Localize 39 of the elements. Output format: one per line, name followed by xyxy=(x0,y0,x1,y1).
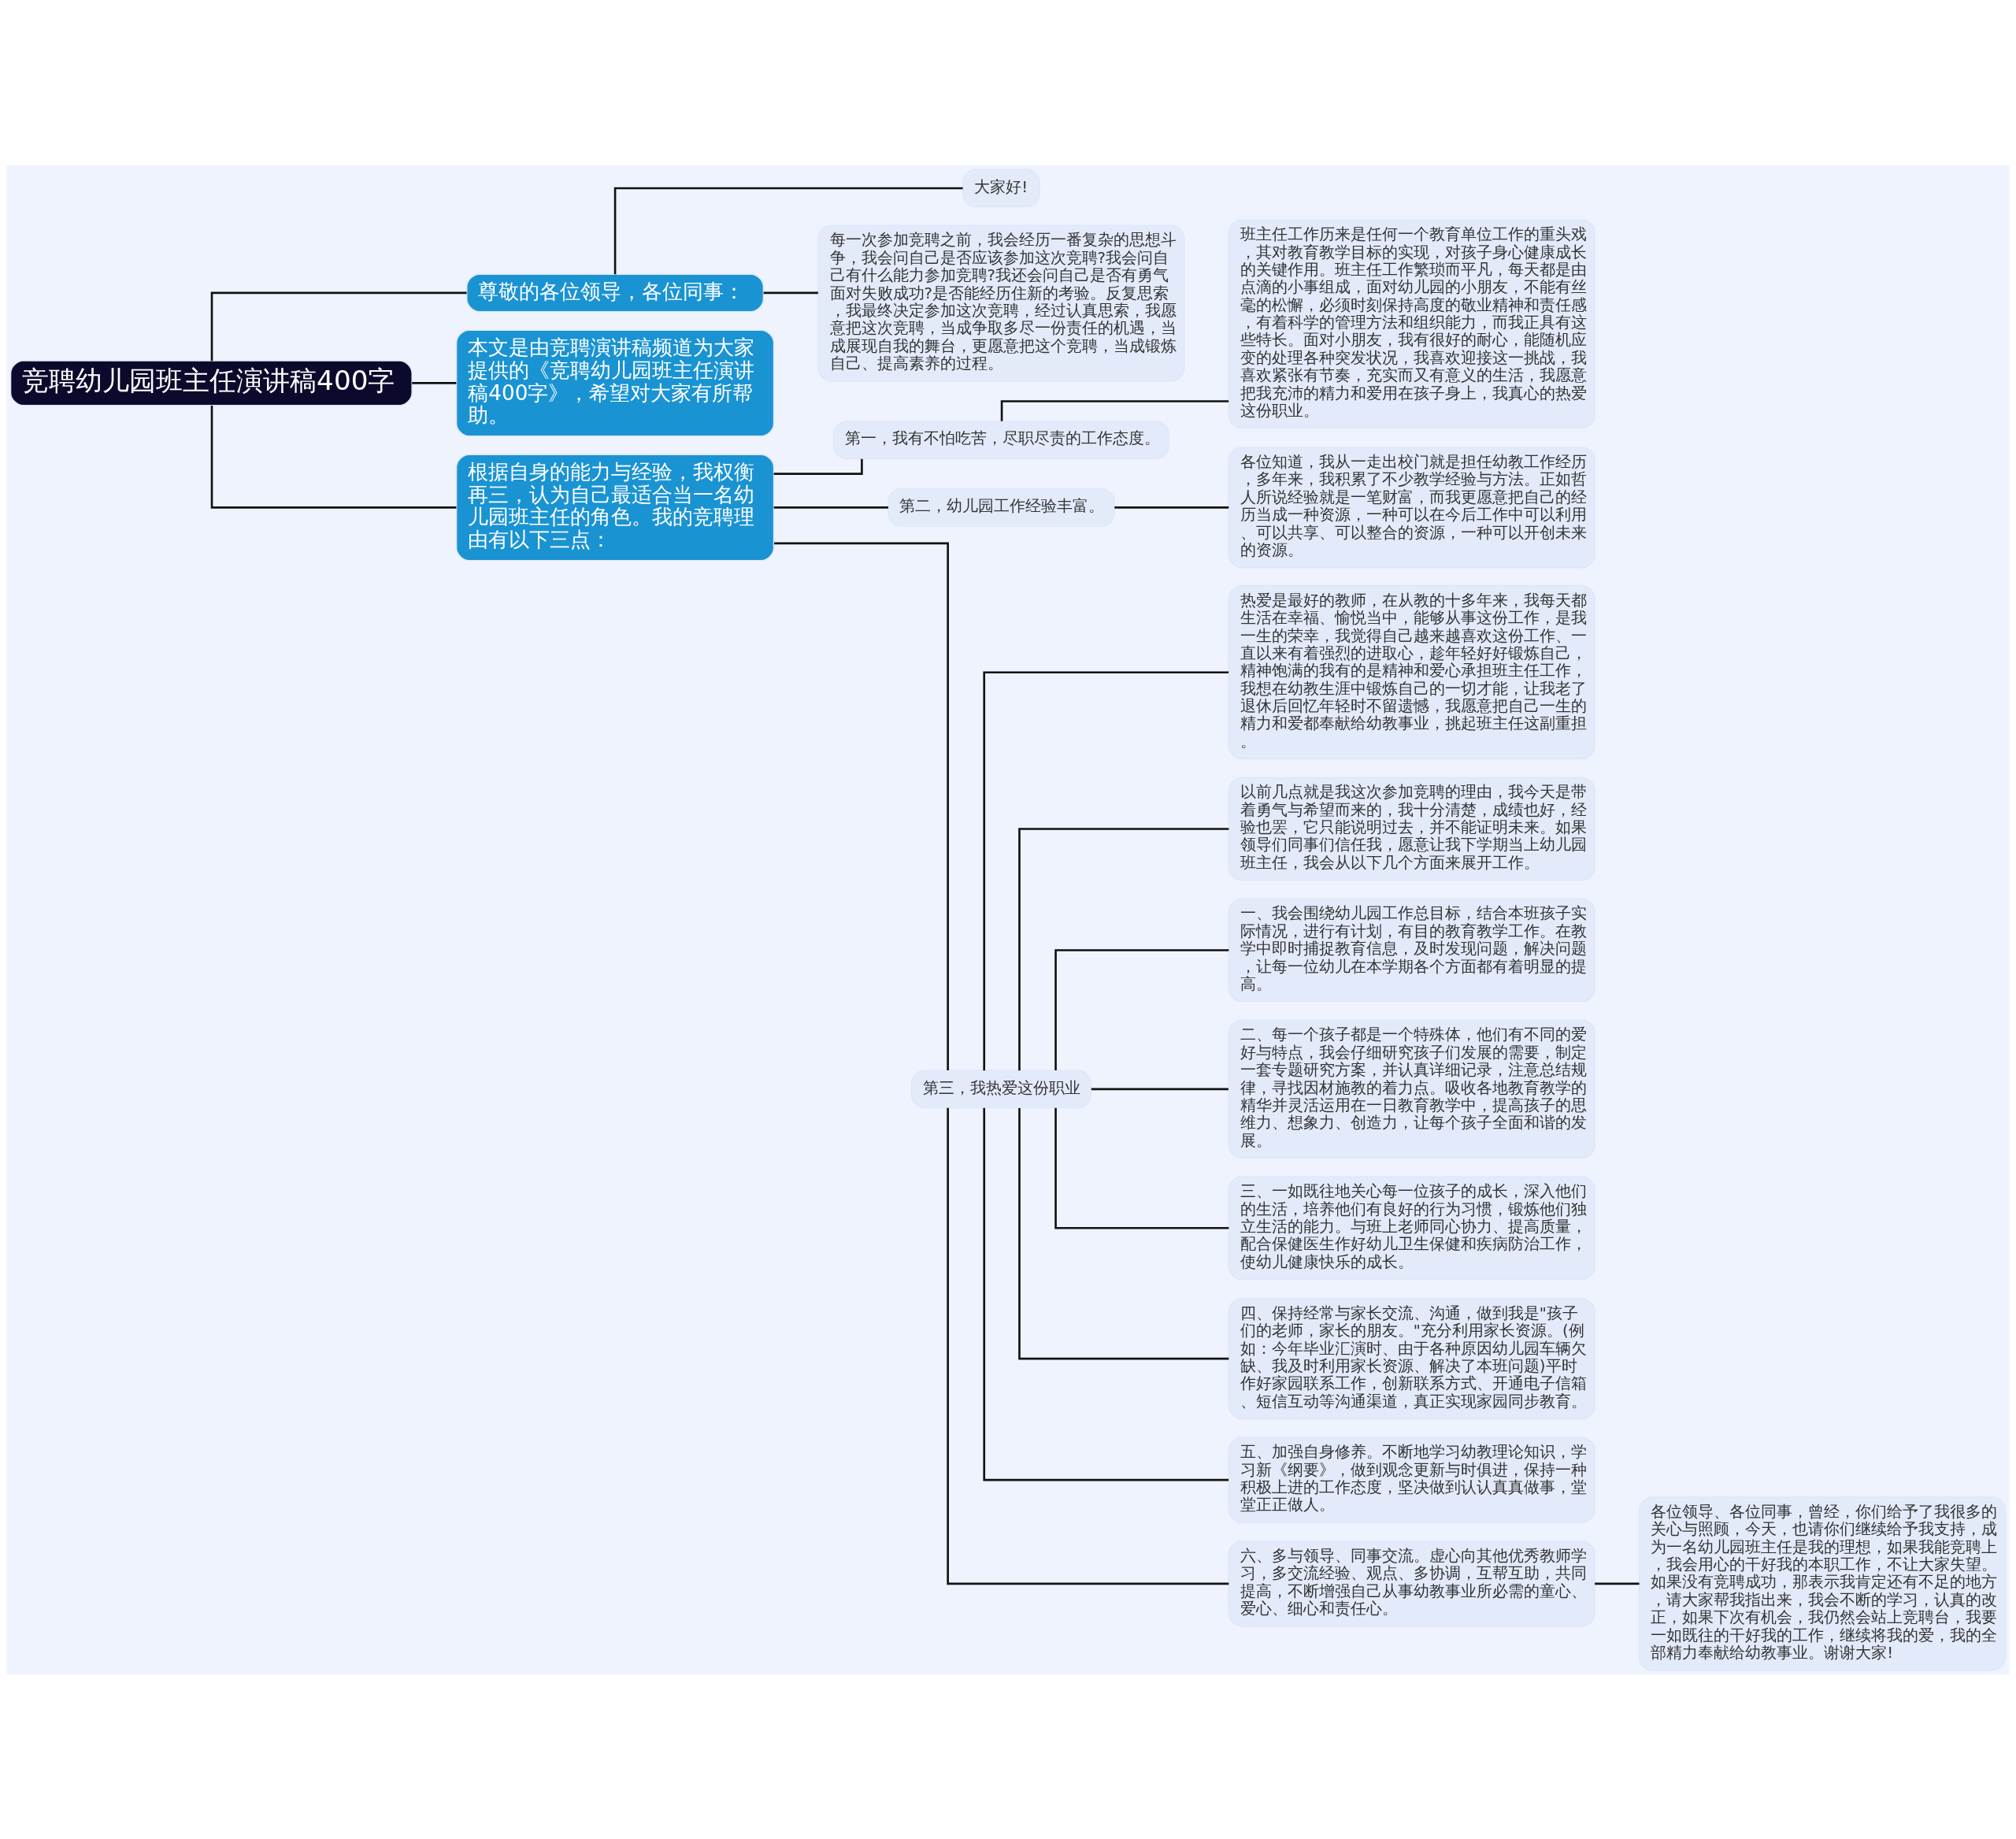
node-box: 本文是由竞聘演讲稿频道为大家提供的《竞聘幼儿园班主任演讲稿400字》，希望对大家有所帮助。 xyxy=(456,329,775,436)
connector xyxy=(613,187,963,274)
connector xyxy=(763,291,818,294)
connector xyxy=(1114,506,1229,509)
node-box: 每一次参加竞聘之前，我会经历一番复杂的思想斗争，我会问自己是否应该参加这次竞聘?我会问自己有什么能力参加竞聘?我还会问自己是否有勇气面对失败成功?是否能经历住新的考验。反复思索，我最终决定参加这次竞聘，经过认真思索，我愿意把这次竞聘，当成争取多尽一份责任的机遇，当成展现自我的舞台，更愿意把这个竞聘，当成锻炼自己、提高素养的过程。 xyxy=(817,224,1185,381)
node-box: 三、一如既往地关心每一位孩子的成长，深入他们的生活，培养他们有良好的行为习惯，锻炼他们独立生活的能力。与班上老师同心协力、提高质量，配合保健医生作好幼儿卫生保健和疾病防治工作，使幼儿健康快乐的成长。 xyxy=(1228,1175,1595,1280)
node-box: 各位知道，我从一走出校门就是担任幼教工作经历，多年来，我积累了不少教学经验与方法。正如哲人所说经验就是一笔财富，而我更愿意把自己的经历当成一种资源，一种可以在今后工作中可以利用、可以共享、可以整合的资源，一种可以开创未来的资源。 xyxy=(1228,446,1595,568)
node-box: 五、加强自身修养。不断地学习幼教理论知识，学习新《纲要》，做到观念更新与时俱进，保持一种积极上进的工作态度，坚决做到认认真真做事，堂堂正正做人。 xyxy=(1228,1437,1595,1523)
node-box: 六、多与领导、同事交流。虚心向其他优秀教师学习，多交流经验、观点、多协调，互帮互助，共同提高，不断增强自己从事幼教事业所必需的童心、爱心、细心和责任心。 xyxy=(1228,1540,1595,1626)
node-box: 竞聘幼儿园班主任演讲稿400字 xyxy=(10,359,413,406)
connector xyxy=(1595,1582,1640,1585)
connector xyxy=(1054,1107,1229,1229)
connector xyxy=(1018,1107,1229,1359)
node-box: 各位领导、各位同事，曾经，你们给予了我很多的关心与照顾，今天，也请你们继续给予我支持，成为一名幼儿园班主任是我的理想，如果我能竞聘上，我会用心的干好我的本职工作，不让大家失望。如果没有竞聘成功，那表示我肯定还有不足的地方，请大家帮我指出来，我会不断的学习，认真的改正，如果下次有机会，我仍然会站上竞聘台，我要一如既往的干好我的工作，继续将我的爱，我的全部精力奉献给幼教事业。谢谢大家! xyxy=(1639,1496,2006,1670)
connector xyxy=(774,542,949,1070)
node-box: 尊敬的各位领导，各位同事： xyxy=(466,273,764,312)
connector xyxy=(1000,399,1229,421)
connector xyxy=(210,405,457,509)
connector xyxy=(210,291,467,361)
node-box: 根据自身的能力与经验，我权衡再三，认为自己最适合当一名幼儿园班主任的角色。我的竞聘理由有以下三点： xyxy=(456,454,775,561)
node-box: 以前几点就是我这次参加竞聘的理由，我今天是带着勇气与希望而来的，我十分清楚，成绩也好，经验也罢，它只能说明过去，并不能证明未来。如果领导们同事们信任我，愿意让我下学期当上幼儿园班主任，我会从以下几个方面来展开工作。 xyxy=(1228,777,1595,881)
node-box: 大家好! xyxy=(962,169,1040,207)
node-box: 第三，我热爱这份职业 xyxy=(910,1070,1091,1108)
connector xyxy=(1018,827,1229,1070)
connector xyxy=(983,670,1229,1070)
node-box: 第二，幼儿园工作经验丰富。 xyxy=(888,488,1115,527)
node-box: 一、我会围绕幼儿园工作总目标，结合本班孩子实际情况，进行有计划，有目的教育教学工作。在教学中即时捕捉教育信息，及时发现问题，解决问题，让每一位幼儿在本学期各个方面都有着明显的提高。 xyxy=(1228,898,1595,1002)
connector xyxy=(983,1107,1229,1481)
connector xyxy=(1054,948,1229,1070)
node-box: 四、保持经常与家长交流、沟通，做到我是"孩子们的老师，家长的朋友。"充分利用家长资源。(例如：今年毕业汇演时、由于各种原因幼儿园车辆欠缺、我及时利用家长资源、解决了本班问题)平时作好家园联系工作，创新联系方式、开通电子信箱、短信互动等沟通渠道，真正实现家园同步教育。 xyxy=(1228,1297,1595,1419)
node-box: 班主任工作历来是任何一个教育单位工作的重头戏，其对教育教学目标的实现，对孩子身心健康成长的关键作用。班主任工作繁琐而平凡，每天都是由点滴的小事组成，面对幼儿园的小朋友，不能有丝毫的松懈，必须时刻保持高度的敬业精神和责任感，有着科学的管理方法和组织能力，而我正具有这些特长。面对小朋友，我有很好的耐心，能随机应变的处理各种突发状况，我喜欢迎接这一挑战，我喜欢紧张有节奏，充实而又有意义的生活，我愿意把我充沛的精力和爱用在孩子身上，我真心的热爱这份职业。 xyxy=(1228,218,1595,428)
connector xyxy=(1091,1088,1228,1090)
connector xyxy=(773,458,863,475)
connector xyxy=(773,506,888,509)
node-box: 热爱是最好的教师，在从教的十多年来，我每天都生活在幸福、愉悦当中，能够从事这份工作，是我一生的荣幸，我觉得自己越来越喜欢这份工作、一直以来有着强烈的进取心，趁年轻好好锻炼自己，精神饱满的我有的是精神和爱心承担班主任工作，我想在幼教生涯中锻炼自己的一切才能，让我老了退休后回忆年轻时不留遗憾，我愿意把自己一生的精力和爱都奉献给幼教事业，挑起班主任这副重担。 xyxy=(1228,584,1595,759)
node-box: 二、每一个孩子都是一个特殊体，他们有不同的爱好与特点，我会仔细研究孩子们发展的需要，制定一套专题研究方案，并认真详细记录，注意总结规律，寻找因材施教的着力点。吸收各地教育教学的精华并灵活运用在一日教育教学中，提高孩子的思维力、想象力、创造力，让每个孩子全面和谐的发展。 xyxy=(1228,1019,1595,1159)
node-box: 第一，我有不怕吃苦，尽职尽责的工作态度。 xyxy=(833,421,1169,459)
connector xyxy=(947,1107,1229,1585)
connector xyxy=(412,381,457,384)
